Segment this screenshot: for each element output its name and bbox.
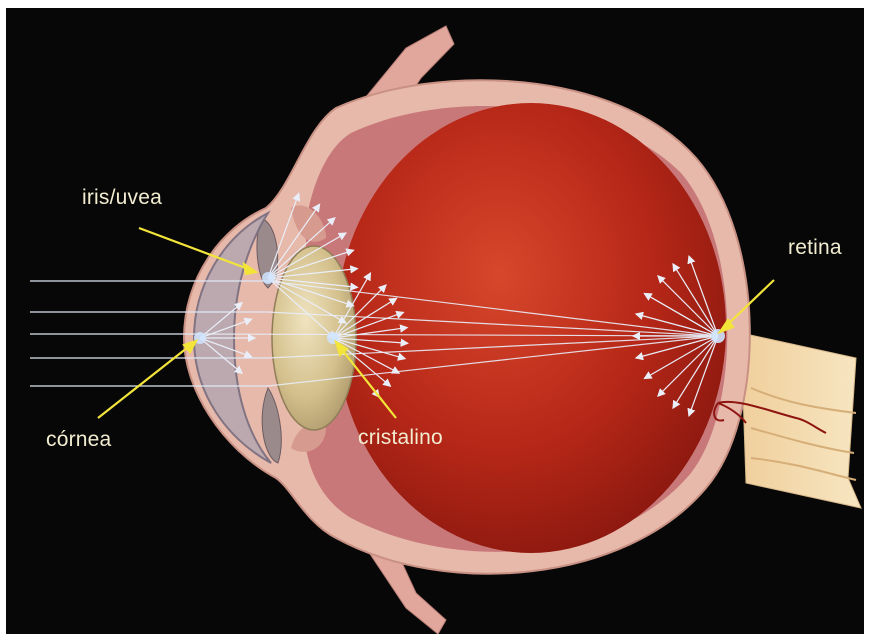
retina-label: retina [788,236,842,260]
eye-cross-section-figure: iris/uvea retina córnea cristalino [6,8,864,634]
vitreous-body [336,103,726,553]
eye-illustration [6,8,864,634]
cornea-label: córnea [46,428,111,452]
lens-label: cristalino [358,426,443,450]
iris-focal-point [262,272,274,284]
iris-label: iris/uvea [82,186,162,210]
cornea-pointer [98,344,192,418]
